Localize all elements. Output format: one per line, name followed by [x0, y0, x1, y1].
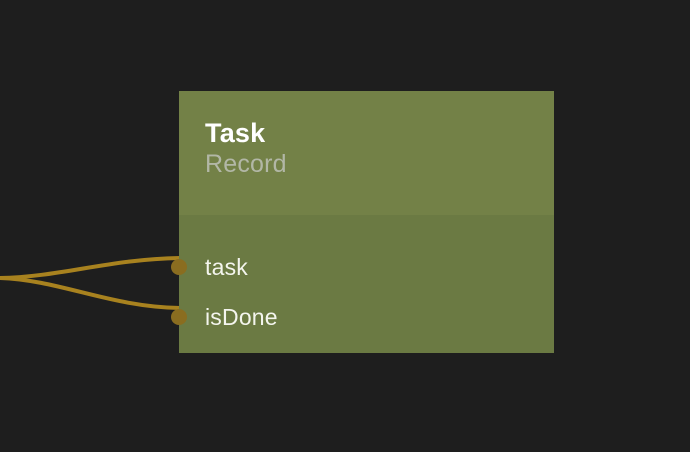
- edge-to-task: [0, 256, 182, 280]
- node-title: Task: [205, 118, 266, 148]
- port-task-icon[interactable]: [171, 259, 187, 275]
- field-row-isdone[interactable]: isDone: [171, 292, 554, 342]
- port-isdone-icon[interactable]: [171, 309, 187, 325]
- field-label-isdone: isDone: [205, 304, 278, 330]
- node-subtitle: Record: [205, 150, 287, 178]
- field-label-task: task: [205, 254, 248, 280]
- node-body: task isDone: [171, 215, 554, 353]
- edge-to-isdone: [0, 276, 182, 310]
- field-row-task[interactable]: task: [171, 242, 554, 292]
- node-header[interactable]: Task Record: [179, 91, 554, 215]
- node-task[interactable]: Task Record task isDone: [171, 91, 554, 353]
